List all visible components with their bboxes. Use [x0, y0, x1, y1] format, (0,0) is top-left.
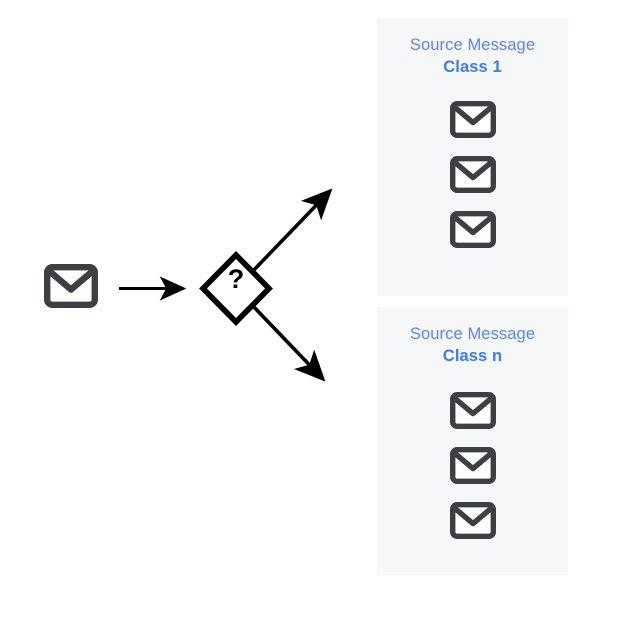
decision-question-mark: ?: [227, 264, 245, 294]
class-panel-1-heading: Source Message Class 1: [377, 18, 568, 79]
envelope-icon: [449, 501, 496, 539]
source-envelope-icon: [44, 264, 98, 308]
class-panel-n: Source Message Class n: [377, 307, 568, 575]
envelope-icon: [449, 155, 496, 193]
class-panel-n-subtitle: Class n: [442, 346, 503, 365]
class-panel-1-message-list: [377, 100, 568, 248]
arrow-down-right-icon: [249, 302, 326, 382]
class-panel-1: Source Message Class 1: [377, 18, 568, 296]
class-panel-n-message-list: [377, 391, 568, 539]
envelope-icon: [449, 210, 496, 248]
class-panel-n-heading: Source Message Class n: [377, 307, 568, 368]
arrow-up-right-icon: [249, 188, 333, 275]
class-panel-1-title: Source Message: [409, 36, 536, 54]
class-panel-n-title: Source Message: [409, 325, 536, 343]
envelope-icon: [449, 391, 496, 429]
envelope-icon: [449, 446, 496, 484]
class-panel-1-subtitle: Class 1: [443, 57, 502, 76]
envelope-icon: [449, 100, 496, 138]
